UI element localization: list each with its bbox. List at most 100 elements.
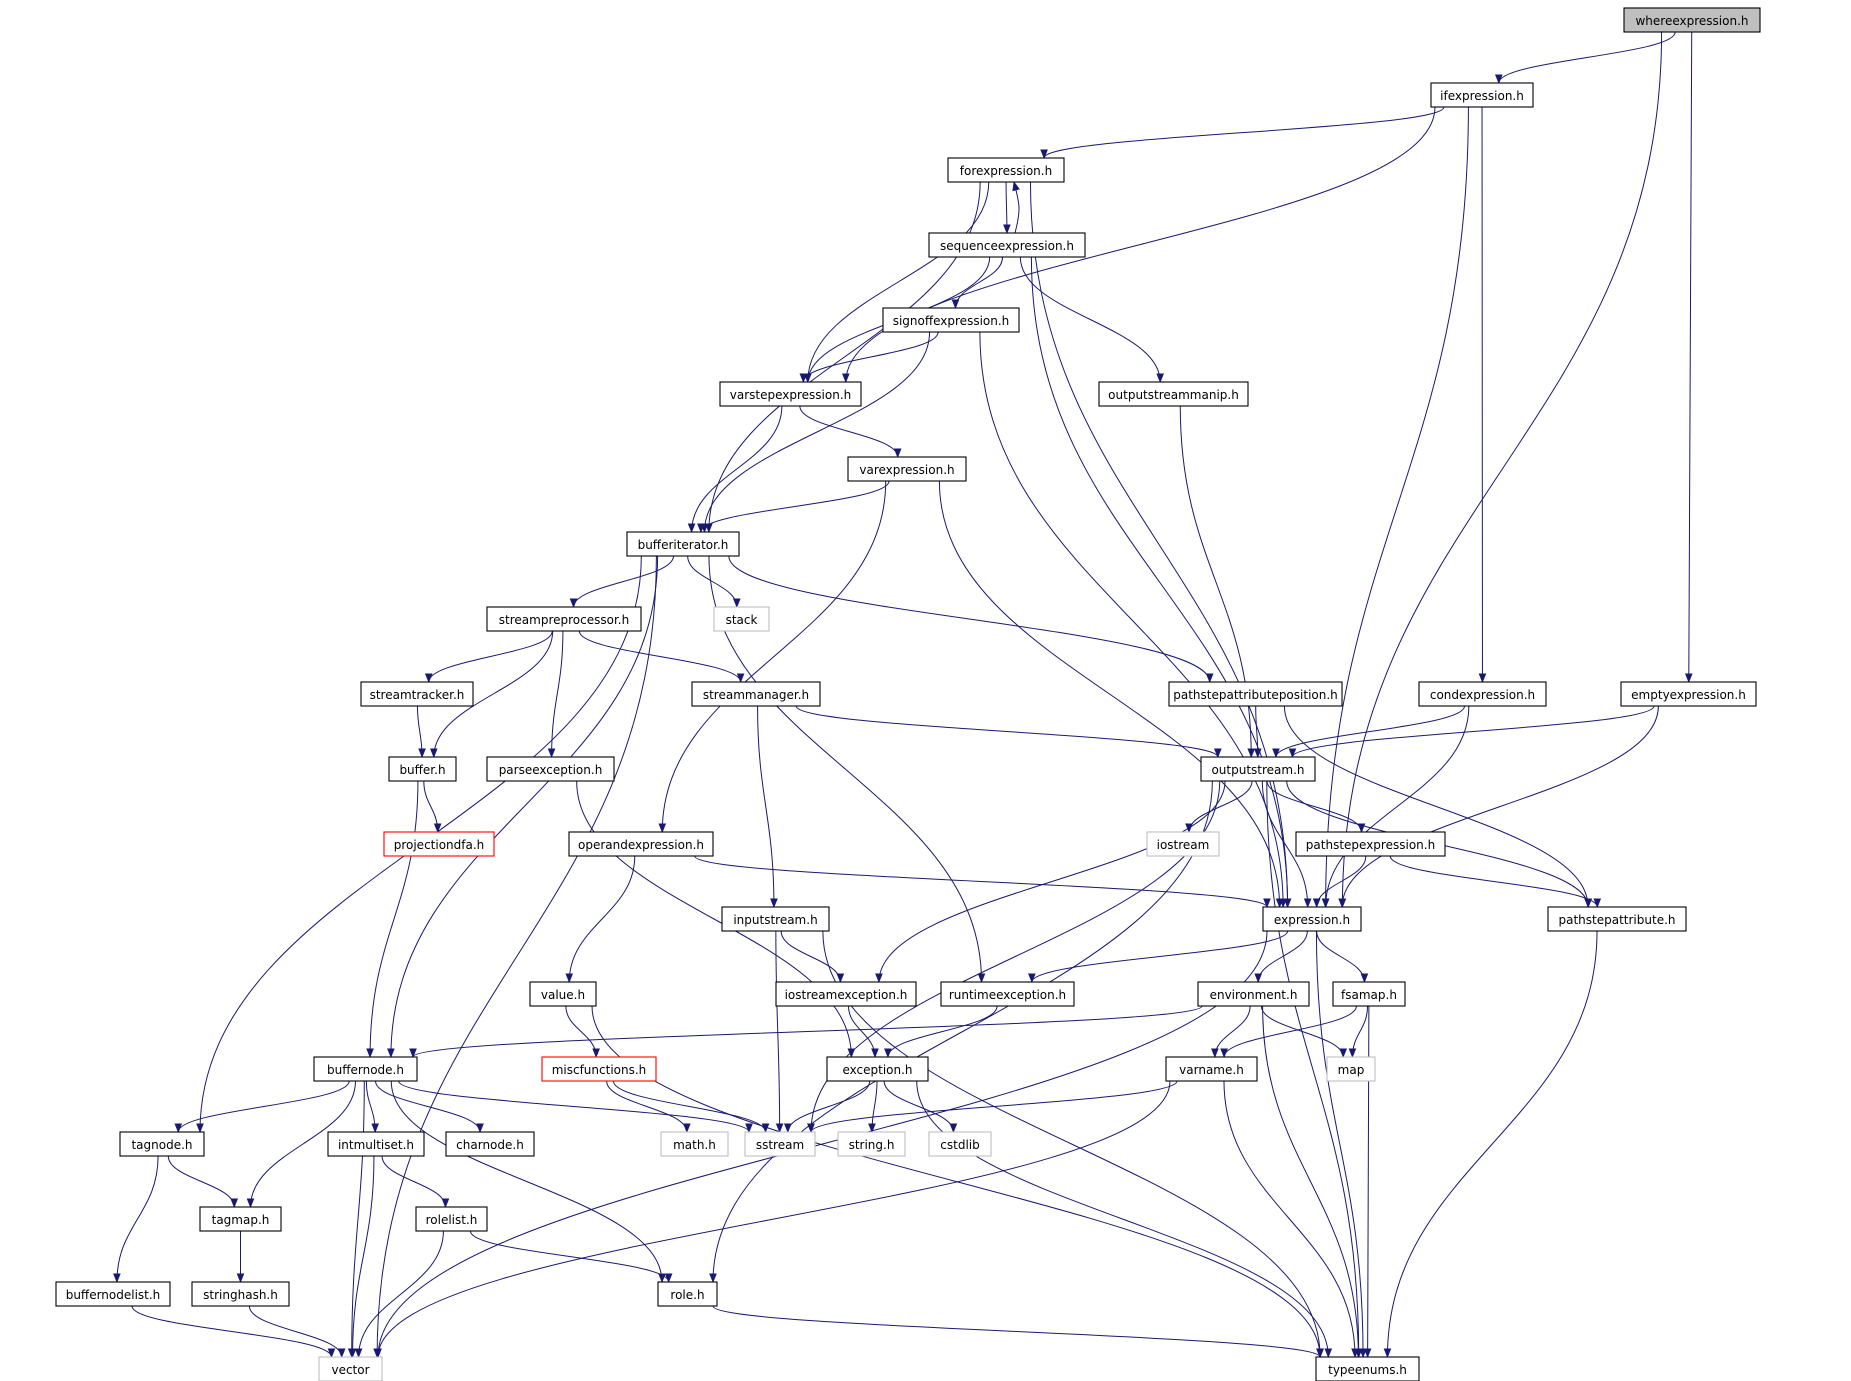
node-tagmap[interactable]: tagmap.h xyxy=(199,1206,282,1232)
node-whereexpression[interactable]: whereexpression.h xyxy=(1623,7,1761,33)
edge-ifexpression-to-expression xyxy=(1326,106,1469,907)
node-box xyxy=(713,606,770,632)
node-buffernodelist[interactable]: buffernodelist.h xyxy=(55,1281,171,1307)
node-label: environment.h xyxy=(1210,988,1298,1002)
node-box xyxy=(486,756,615,782)
node-sstream[interactable]: sstream xyxy=(744,1131,816,1157)
node-pathstepattributeposition[interactable]: pathstepattributeposition.h xyxy=(1168,681,1343,707)
edge-buffernode-to-sstream xyxy=(398,1080,749,1132)
node-label: outputstreammanip.h xyxy=(1108,388,1239,402)
edge-pathstepattributeposition-to-outputstream xyxy=(1256,705,1258,757)
node-bufferiterator[interactable]: bufferiterator.h xyxy=(626,531,740,557)
node-box xyxy=(486,606,642,632)
node-box xyxy=(1623,7,1761,33)
node-map[interactable]: map xyxy=(1326,1056,1376,1082)
edge-streampreprocessor-to-parseexception xyxy=(552,630,564,757)
node-vector[interactable]: vector xyxy=(318,1356,383,1381)
node-label: streamtracker.h xyxy=(370,688,465,702)
node-iostream[interactable]: iostream xyxy=(1146,831,1220,857)
node-expression[interactable]: expression.h xyxy=(1262,906,1362,932)
node-typeenums[interactable]: typeenums.h xyxy=(1315,1356,1420,1381)
node-box xyxy=(360,681,474,707)
node-projectiondfa[interactable]: projectiondfa.h xyxy=(383,831,495,857)
node-pathstepexpression[interactable]: pathstepexpression.h xyxy=(1295,831,1446,857)
edge-streammanager-to-inputstream xyxy=(757,705,774,907)
node-outputstreammanip[interactable]: outputstreammanip.h xyxy=(1098,381,1249,407)
node-label: map xyxy=(1338,1063,1365,1077)
node-inputstream[interactable]: inputstream.h xyxy=(721,906,830,932)
node-iostreamexception[interactable]: iostreamexception.h xyxy=(775,981,917,1007)
edge-exception-to-stringh xyxy=(872,1080,878,1132)
edge-varname-to-sstream xyxy=(811,1080,1178,1132)
edge-varname-to-vector xyxy=(378,1080,1171,1357)
node-exception[interactable]: exception.h xyxy=(826,1056,929,1082)
node-sequenceexpression[interactable]: sequenceexpression.h xyxy=(928,232,1086,258)
node-cstdlib[interactable]: cstdlib xyxy=(928,1131,992,1157)
node-label: streammanager.h xyxy=(703,688,809,702)
node-label: rolelist.h xyxy=(426,1213,478,1227)
edge-inputstream-to-sstream xyxy=(775,930,780,1132)
node-label: outputstream.h xyxy=(1211,763,1304,777)
node-emptyexpression[interactable]: emptyexpression.h xyxy=(1620,681,1757,707)
node-condexpression[interactable]: condexpression.h xyxy=(1418,681,1547,707)
edge-condexpression-to-expression xyxy=(1326,705,1470,907)
node-stringhash[interactable]: stringhash.h xyxy=(191,1281,290,1307)
node-streamtracker[interactable]: streamtracker.h xyxy=(360,681,474,707)
edge-stringhash-to-vector xyxy=(248,1305,341,1357)
edge-buffernode-to-tagnode xyxy=(178,1080,350,1132)
node-label: intmultiset.h xyxy=(338,1138,414,1152)
node-label: vector xyxy=(331,1363,369,1377)
node-varstepexpression[interactable]: varstepexpression.h xyxy=(719,381,862,407)
edge-condexpression-to-outputstream xyxy=(1276,705,1466,757)
node-stringh[interactable]: string.h xyxy=(837,1131,906,1157)
node-varname[interactable]: varname.h xyxy=(1165,1056,1258,1082)
node-value[interactable]: value.h xyxy=(529,981,597,1007)
node-label: string.h xyxy=(849,1138,895,1152)
node-pathstepattribute[interactable]: pathstepattribute.h xyxy=(1547,906,1687,932)
edge-environment-to-buffernode xyxy=(413,1005,1203,1057)
node-miscfunctions[interactable]: miscfunctions.h xyxy=(541,1056,657,1082)
node-ifexpression[interactable]: ifexpression.h xyxy=(1430,82,1534,108)
node-box xyxy=(882,307,1020,333)
node-label: math.h xyxy=(673,1138,716,1152)
node-box xyxy=(837,1131,906,1157)
node-buffernode[interactable]: buffernode.h xyxy=(313,1056,418,1082)
edge-buffernodelist-to-vector xyxy=(131,1305,332,1357)
node-forexpression[interactable]: forexpression.h xyxy=(947,157,1065,183)
node-box xyxy=(318,1356,383,1381)
edge-streampreprocessor-to-buffer xyxy=(434,630,554,757)
node-box xyxy=(947,157,1065,183)
edge-intmultiset-to-vector xyxy=(353,1155,375,1357)
edge-bufferiterator-to-streampreprocessor xyxy=(574,555,674,607)
node-box xyxy=(1168,681,1343,707)
node-operandexpression[interactable]: operandexpression.h xyxy=(568,831,714,857)
node-fsamap[interactable]: fsamap.h xyxy=(1332,981,1406,1007)
node-intmultiset[interactable]: intmultiset.h xyxy=(327,1131,425,1157)
edge-fsamap-to-map xyxy=(1352,1005,1369,1057)
node-box xyxy=(1315,1356,1420,1381)
node-role[interactable]: role.h xyxy=(657,1281,718,1307)
edge-bufferiterator-to-vector xyxy=(377,555,657,1357)
node-charnode[interactable]: charnode.h xyxy=(445,1131,535,1157)
node-label: projectiondfa.h xyxy=(394,838,485,852)
node-rolelist[interactable]: rolelist.h xyxy=(415,1206,488,1232)
node-stack[interactable]: stack xyxy=(713,606,770,632)
edge-emptyexpression-to-expression xyxy=(1342,705,1659,907)
node-mathh[interactable]: math.h xyxy=(660,1131,729,1157)
node-label: operandexpression.h xyxy=(578,838,704,852)
node-outputstream[interactable]: outputstream.h xyxy=(1200,756,1316,782)
node-varexpression[interactable]: varexpression.h xyxy=(847,456,967,482)
node-box xyxy=(940,981,1075,1007)
node-label: iostream xyxy=(1157,838,1210,852)
edge-exception-to-sstream xyxy=(788,1080,871,1132)
node-runtimeexception[interactable]: runtimeexception.h xyxy=(940,981,1075,1007)
node-streammanager[interactable]: streammanager.h xyxy=(691,681,821,707)
node-tagnode[interactable]: tagnode.h xyxy=(119,1131,205,1157)
node-box xyxy=(1326,1056,1376,1082)
node-signoffexpression[interactable]: signoffexpression.h xyxy=(882,307,1020,333)
node-label: tagmap.h xyxy=(212,1213,270,1227)
node-streampreprocessor[interactable]: streampreprocessor.h xyxy=(486,606,642,632)
node-parseexception[interactable]: parseexception.h xyxy=(486,756,615,782)
node-environment[interactable]: environment.h xyxy=(1197,981,1310,1007)
node-buffer[interactable]: buffer.h xyxy=(388,756,457,782)
